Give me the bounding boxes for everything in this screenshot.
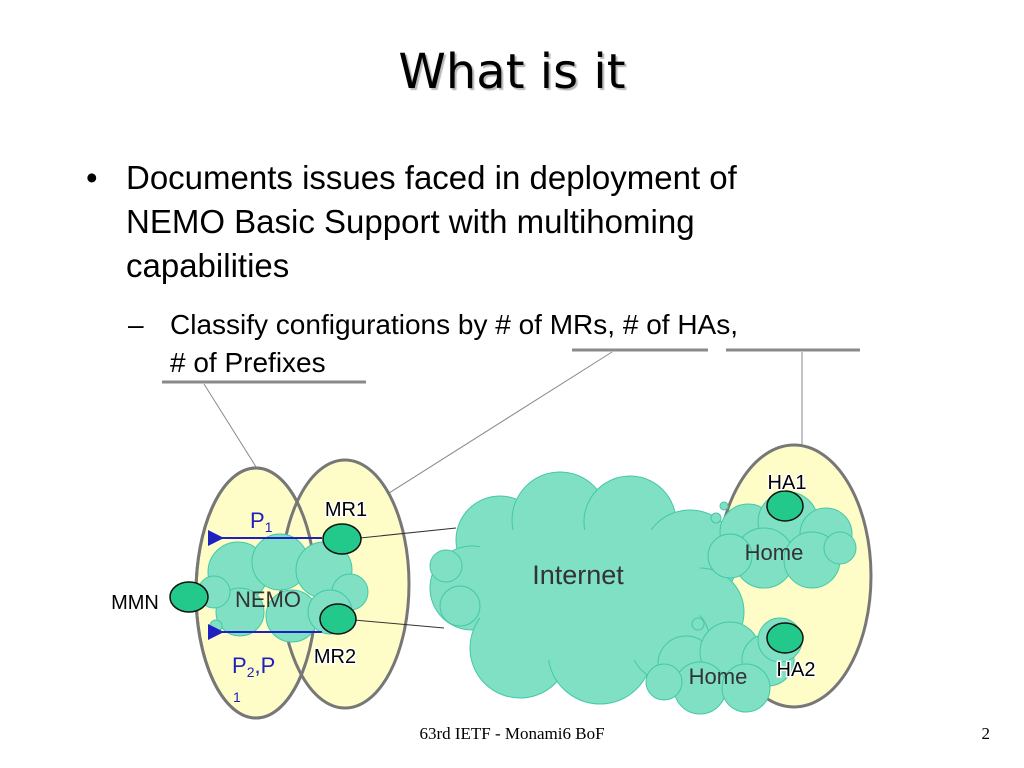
link-mr2-internet (353, 619, 445, 629)
prefix-p1-main: P (250, 508, 265, 533)
prefix-p2-label: P2,P (232, 653, 275, 680)
slide-title: What is it (398, 44, 626, 100)
bullet-line-3: capabilities (126, 247, 290, 284)
mmn-label: MMN (111, 592, 159, 614)
home-top-label: Home (745, 540, 804, 565)
sub-bullet-dash: – (128, 309, 144, 340)
internet-label: Internet (532, 560, 624, 590)
footer-title: 63rd IETF - Monami6 BoF (419, 724, 605, 743)
mmn-node (169, 581, 209, 613)
bullet-line-2: NEMO Basic Support with multihoming (126, 203, 695, 240)
sub-bullet-line-2: # of Prefixes (170, 347, 326, 378)
bullet-line-1: Documents issues faced in deployment of (126, 159, 737, 196)
home-cloud-top (707, 491, 857, 589)
link-mr1-internet (359, 527, 457, 539)
bullet-symbol: • (86, 159, 98, 196)
ha1-node (766, 490, 804, 522)
prefix-p1-label: P1 (250, 508, 273, 535)
ha1-label: HA1 (768, 472, 807, 494)
ha2-node (766, 622, 804, 654)
mr1-label: MR1 (325, 499, 367, 521)
ha2-label: HA2 (777, 659, 816, 681)
prefix-p2-sub: 2 (247, 664, 255, 680)
mr2-label: MR2 (314, 646, 356, 668)
pointer-mrs (377, 351, 613, 501)
home-bottom-label: Home (689, 664, 748, 689)
nemo-label: NEMO (235, 587, 301, 612)
internet-cloud (429, 471, 745, 705)
prefix-p2b-main: P (261, 653, 276, 678)
mr1-node (322, 523, 362, 555)
page-number: 2 (981, 724, 991, 743)
prefix-p2-main: P (232, 653, 247, 678)
mr2-node (319, 603, 357, 635)
pointer-prefixes (203, 383, 259, 471)
prefix-p2b-sub: 1 (233, 689, 241, 705)
prefix-p2-sep: , (254, 653, 260, 678)
prefix-p1-sub: 1 (265, 519, 273, 535)
bullet-text: Documents issues faced in deployment of … (126, 156, 886, 288)
home-cloud-bottom (645, 617, 803, 715)
nemo-cloud (197, 533, 369, 643)
sub-bullet-line-1: Classify configurations by # of MRs, # o… (170, 309, 738, 340)
